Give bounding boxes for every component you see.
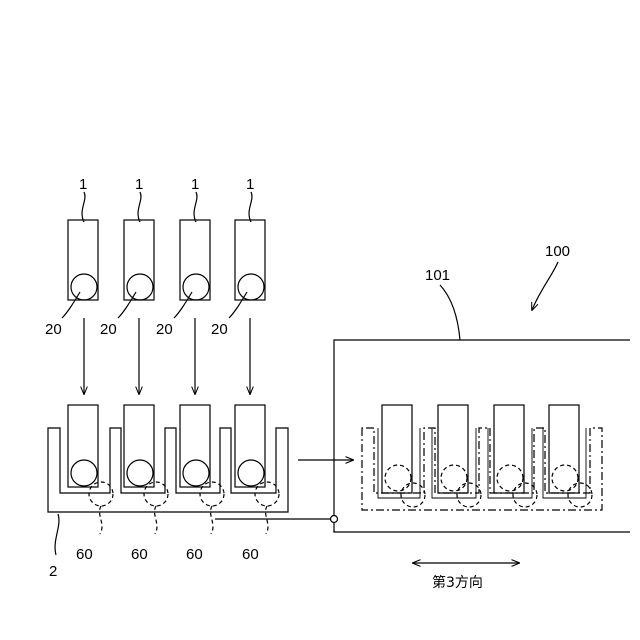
element-1-c <box>174 192 210 394</box>
label-chamber: 101 <box>425 267 450 284</box>
label-element-c: 1 <box>191 176 199 193</box>
label-apparatus: 100 <box>545 243 570 260</box>
label-element-b: 1 <box>135 176 143 193</box>
element-1-a <box>62 192 98 394</box>
label-ball-b: 20 <box>100 321 117 338</box>
label-ball-d: 20 <box>211 321 228 338</box>
label-ball-c: 20 <box>156 321 173 338</box>
tray <box>48 405 288 555</box>
label-tray: 2 <box>49 563 57 580</box>
label-ball-a: 20 <box>45 321 62 338</box>
apparatus <box>215 262 630 532</box>
element-1-b <box>118 192 154 394</box>
label-direction: 第3方向 <box>432 574 483 591</box>
label-recess-d: 60 <box>242 546 259 563</box>
tray-in-apparatus <box>362 405 602 510</box>
label-recess-a: 60 <box>76 546 93 563</box>
label-element-a: 1 <box>79 176 87 193</box>
element-1-d <box>229 192 265 394</box>
label-recess-c: 60 <box>186 546 203 563</box>
label-element-d: 1 <box>246 176 254 193</box>
label-recess-b: 60 <box>131 546 148 563</box>
